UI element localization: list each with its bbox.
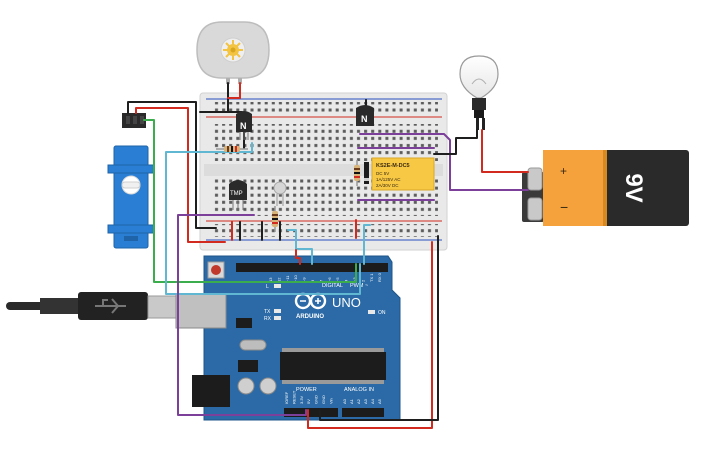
arduino-brand: ARDUINO [296,314,324,320]
battery-minus-label: − [560,199,568,215]
wire-servo-red [135,107,226,243]
battery-9v[interactable]: + − 9V [522,150,689,226]
light-bulb[interactable] [459,55,499,130]
temp-sensor-label: TMP [230,191,243,197]
battery-voltage-label: 9V [620,173,647,202]
temperature-sensor[interactable]: TMP [229,180,247,210]
wire-red-5v [307,241,433,429]
wire-cyan-3 [363,224,371,265]
digital-pin-label-13: RX 0 [377,272,382,282]
power-pin-label-1: RESET [291,390,296,404]
wire-cyan-1 [165,142,361,295]
digital-pin-label-9: 4 [344,279,349,282]
digital-pin-label-7: ~6 [327,277,332,282]
resistor-3[interactable] [272,206,278,232]
wire-motor-red [227,82,241,99]
power-pin-label-5: GND [321,395,326,404]
digital-pin-label-3: ~10 [293,274,298,282]
transistor-2-label: N [361,114,368,124]
analog-pin-label-2: A2 [356,398,361,404]
dc-motor[interactable] [196,21,270,84]
l-label: L [266,284,269,290]
digital-pin-label-0: 13 [268,277,273,282]
digital-pin-label-6: 7 [318,279,323,282]
resistor-1[interactable] [216,146,248,152]
digital-pin-label-8: ~5 [335,277,340,282]
power-pin-label-3: 5V [306,399,311,404]
digital-label: DIGITAL [322,283,343,289]
wire-bulb-black [433,129,478,155]
power-pin-label-6: Vin [328,398,333,404]
transistor-1[interactable]: N [236,111,252,140]
motor-shaft-icon [223,40,243,60]
analog-pin-label-1: A1 [349,398,354,404]
wire-servo-green [143,119,357,283]
digital-pin-label-11: 2 [360,279,365,282]
breadboard[interactable] [199,92,448,251]
analog-pin-label-4: A4 [370,398,375,404]
analog-pin-label-3: A3 [363,398,368,404]
digital-pin-label-1: 12 [276,277,281,282]
analog-label: ANALOG IN [344,387,374,393]
relay[interactable]: KS2E-M-DC5 DC 5V 1A/125V AC 2A/30V DC [371,157,435,191]
digital-pin-label-5: 8 [310,279,315,282]
transistor-2[interactable]: N [356,105,374,126]
analog-pin-label-0: A0 [342,398,347,404]
digital-pin-label-4: ~9 [302,277,307,282]
relay-model: KS2E-M-DC5 [376,163,410,169]
usb-icon [95,298,126,314]
diode[interactable] [364,162,369,184]
power-pin-label-2: 3.3V [299,395,304,404]
transistor-1-label: N [240,121,247,131]
resistor-2[interactable] [354,160,360,186]
relay-line-2: 1A/125V AC [376,177,401,182]
on-label: ON [378,310,386,316]
battery-plus-label: + [560,164,567,178]
tx-label: TX [264,309,271,315]
wire-black-gnd [319,235,439,421]
wire-servo-black [127,101,217,229]
power-pin-label-4: GND [314,395,319,404]
servo-motor[interactable] [107,113,155,249]
wire-bulb-red [481,129,529,173]
wire-purple-1 [177,214,307,416]
wire-purple-2 [359,133,529,191]
usb-cable [6,292,179,320]
power-label: POWER [296,387,317,393]
arduino-uno[interactable]: UNO ARDUINO DIGITAL PWM ~ TX RX L ON POW… [175,255,401,421]
digital-pin-label-12: TX 1 [369,273,374,282]
wires [127,82,529,429]
digital-pin-label-10: ~3 [352,277,357,282]
digital-pin-label-2: ~11 [285,275,290,282]
relay-line-1: DC 5V [376,171,389,176]
power-pin-label-0: IOREF [284,391,289,404]
relay-line-3: 2A/30V DC [376,183,399,188]
analog-pin-label-5: A5 [377,398,382,404]
photoresistor[interactable] [273,181,287,206]
wire-red-breadboard [295,249,301,265]
rx-label: RX [264,316,272,322]
arduino-model: UNO [332,295,361,310]
